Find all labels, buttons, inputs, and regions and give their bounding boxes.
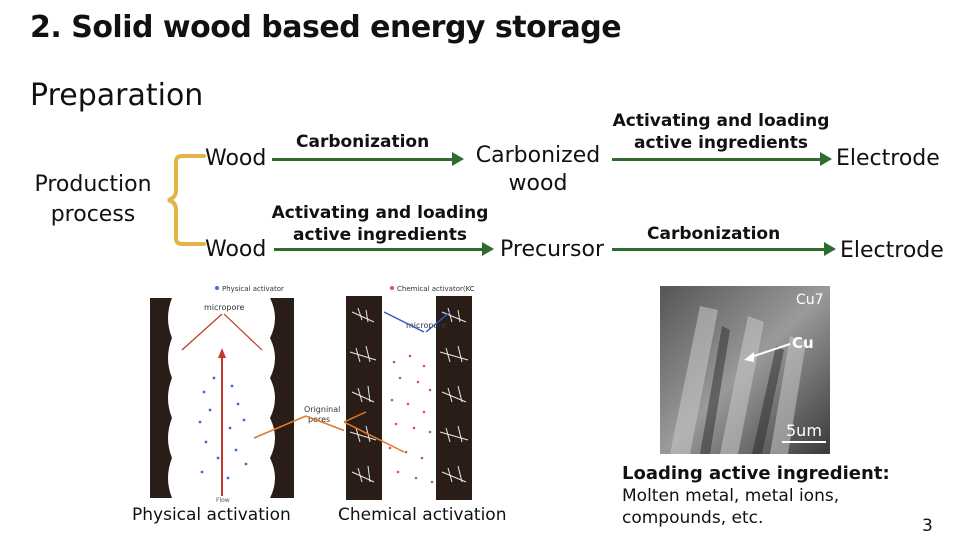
loading-note-heading: Loading active ingredient: [622, 463, 890, 484]
sem-corner-label: Cu7 [796, 292, 824, 308]
loading-note-line1: Molten metal, metal ions, [622, 486, 840, 506]
row1-arrow1-head [452, 152, 464, 166]
row2-electrode: Electrode [840, 238, 944, 263]
chemical-micropore-label: micropore [406, 321, 447, 330]
row1-carbonized-wood: Carbonized wood [468, 142, 608, 198]
physical-legend: Physical activator [222, 285, 284, 293]
process-label-line2: process [50, 202, 136, 227]
row2-activating-line1: Activating and loading [271, 203, 489, 223]
row1-arrow2-line [612, 158, 820, 161]
slide-title: 2. Solid wood based energy storage [30, 10, 622, 45]
row2-activating-line2: active ingredients [293, 225, 467, 245]
sem-micrograph: Cu7 Cu 5um [660, 286, 830, 454]
physical-micropore-label: micropore [204, 303, 245, 312]
row2-arrow1-line [274, 248, 482, 251]
row2-arrow2-line [612, 248, 824, 251]
row1-activating-line1: Activating and loading [612, 111, 830, 131]
loading-note: Loading active ingredient: Molten metal,… [622, 463, 890, 529]
row2-arrow1-head [482, 242, 494, 256]
loading-note-line2: compounds, etc. [622, 508, 764, 528]
row1-arrow2-head [820, 152, 832, 166]
chemical-legend: Chemical activator(KOH) [397, 285, 474, 293]
row1-electrode: Electrode [836, 146, 940, 171]
chemical-caption: Chemical activation [338, 505, 507, 525]
row1-arrow1-line [272, 158, 452, 161]
process-label: Production process [28, 170, 158, 230]
row1-activating-label: Activating and loading active ingredient… [598, 110, 844, 154]
row1-activating-line2: active ingredients [634, 133, 808, 153]
physical-activation-figure: Physical activator micropore Origninal p… [142, 282, 350, 504]
row2-arrow2-head [824, 242, 836, 256]
process-bracket [167, 154, 206, 246]
chemical-activation-figure: Chemical activator(KOH) micropore [344, 282, 474, 502]
physical-original-line1: Origninal [304, 405, 340, 414]
row1-carbonization-label: Carbonization [296, 132, 430, 152]
section-heading: Preparation [30, 78, 204, 113]
physical-caption: Physical activation [132, 505, 291, 525]
row2-carbonization-label: Carbonization [647, 224, 781, 244]
physical-original-line2: pores [308, 415, 330, 424]
physical-flow-label: Flow [216, 497, 230, 504]
process-label-line1: Production [34, 172, 152, 197]
row1-carbonized-line1: Carbonized [475, 143, 601, 168]
row1-carbonized-line2: wood [508, 171, 568, 196]
row2-activating-label: Activating and loading active ingredient… [262, 202, 498, 246]
sem-scale-label: 5um [786, 421, 822, 440]
row2-wood: Wood [205, 237, 267, 262]
sem-cu-label: Cu [792, 334, 814, 352]
row1-wood: Wood [205, 146, 267, 171]
row2-precursor: Precursor [500, 237, 605, 262]
page-number: 3 [922, 516, 933, 536]
